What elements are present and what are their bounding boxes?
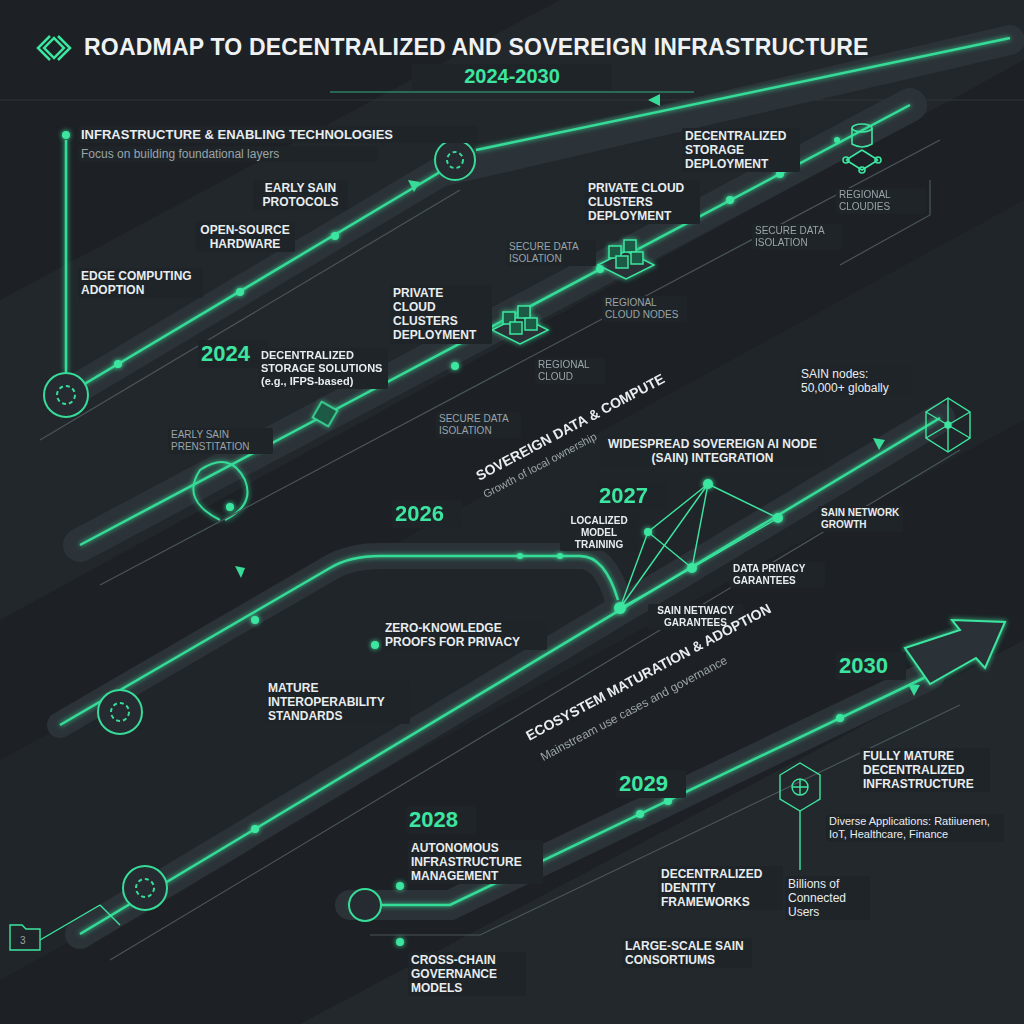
milestone-label: MATURE INTEROPERABILITY STANDARDS — [265, 680, 410, 724]
note-label: REGIONAL CLOUDIES — [836, 188, 926, 214]
note-label: SECURE DATA ISOLATION — [752, 224, 842, 250]
note-label: EARLY SAIN PRENSTITATION — [168, 428, 273, 454]
note-label: LOCALIZED MODEL TRAINING — [560, 514, 638, 551]
milestone-label: AUTONOMOUS INFRASTRUCTURE MANAGEMENT — [408, 840, 543, 884]
subtitle-years: 2024-2030 — [412, 64, 612, 90]
year-label: 2028 — [406, 806, 476, 834]
stat-label: SAIN nodes: 50,000+ globally — [798, 366, 913, 396]
road-lines — [60, 38, 1010, 934]
year-label: 2027 — [596, 482, 666, 510]
database-icon — [843, 124, 881, 173]
milestone-label: WIDESPREAD SOVEREIGN AI NODE (SAIN) INTE… — [600, 436, 825, 466]
gear-icons — [44, 140, 475, 921]
phase-heading: INFRASTRUCTURE & ENABLING TECHNOLOGIES — [78, 126, 478, 143]
callout-number: 3 — [17, 934, 37, 948]
network-icon — [926, 398, 970, 452]
milestone-label: CROSS-CHAIN GOVERNANCE MODELS — [408, 952, 526, 996]
milestone-dots — [62, 131, 844, 946]
track-arrows — [235, 94, 920, 696]
phase-subheading: Focus on building foundational layers — [78, 146, 378, 162]
folder-icon — [10, 905, 120, 950]
milestone-label: PRIVATE CLOUD CLUSTERS DEPLOYMENT — [390, 285, 492, 344]
note-label: REGIONAL CLOUD NODES — [602, 296, 687, 322]
milestone-label: DECENTRALIZED STORAGE DEPLOYMENT — [682, 128, 800, 172]
note-label: SECURE DATA ISOLATION — [506, 240, 596, 266]
globe-icon — [780, 763, 820, 870]
milestone-label: PRIVATE CLOUD CLUSTERS DEPLOYMENT — [585, 180, 700, 224]
milestone-label: DECENTRALIZED STORAGE SOLUTIONS (e.g., I… — [258, 348, 388, 389]
note-label: Diverse Applications: Ratiiuenen, IoT, H… — [826, 814, 1004, 842]
note-label: Billions of Connected Users — [785, 876, 870, 920]
note-label: DATA PRIVACY GARANTEES — [730, 562, 825, 588]
page-title: ROADMAP TO DECENTRALIZED AND SOVEREIGN I… — [84, 34, 1004, 61]
milestone-label: FULLY MATURE DECENTRALIZED INFRASTRUCTUR… — [860, 748, 990, 792]
milestone-label: OPEN-SOURCE HARDWARE — [195, 222, 295, 252]
year-label: 2030 — [836, 652, 906, 680]
year-label: 2029 — [616, 770, 686, 798]
year-label: 2026 — [392, 500, 462, 528]
note-label: SAIN NETWORK GROWTH — [818, 506, 903, 532]
road-bands — [60, 40, 1010, 934]
milestone-label: DECENTRALIZED IDENTITY FRAMEWORKS — [658, 866, 783, 910]
logo-icon — [38, 36, 70, 60]
milestone-label: EARLY SAIN PROTOCOLS — [253, 180, 348, 210]
note-label: SECURE DATA ISOLATION — [436, 412, 521, 438]
milestone-label: EDGE COMPUTING ADOPTION — [78, 268, 203, 298]
milestone-label: LARGE-SCALE SAIN CONSORTIUMS — [622, 938, 752, 968]
milestone-label: ZERO-KNOWLEDGE PROOFS FOR PRIVACY — [382, 620, 547, 650]
note-label: REGIONAL CLOUD — [535, 358, 605, 384]
big-arrow — [905, 620, 1005, 684]
thin-rails — [40, 140, 960, 960]
